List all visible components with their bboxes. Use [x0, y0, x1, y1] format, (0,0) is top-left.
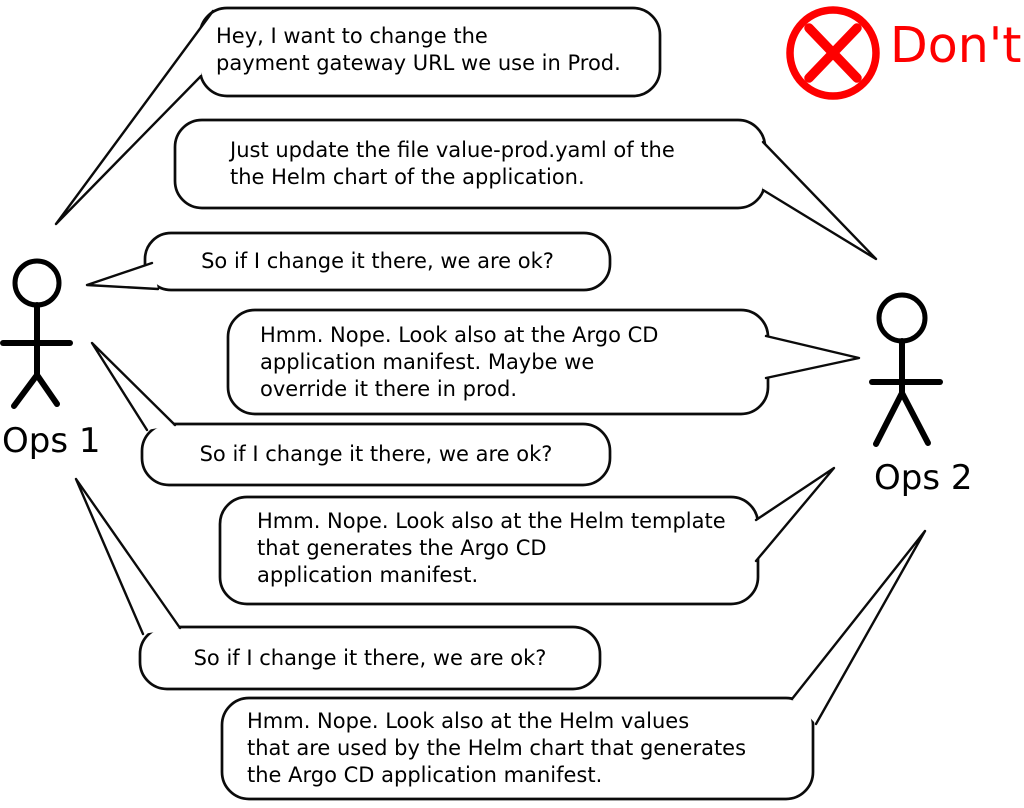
- speech-bubble-2: [173, 118, 767, 210]
- speech-bubble-1: [198, 6, 662, 98]
- speech-bubble-3: [143, 231, 612, 292]
- circle-x-icon: [786, 6, 880, 100]
- dont-label: Don't: [890, 17, 1022, 74]
- ops-2-left-leg: [873, 390, 905, 447]
- bubble-tail-6: [754, 466, 836, 563]
- ops-1-left-leg: [11, 372, 40, 409]
- bubble-tail-4: [764, 334, 861, 380]
- bubble-tail-8: [790, 529, 927, 726]
- speech-bubble-6: [218, 495, 760, 606]
- speech-bubble-5: [140, 422, 612, 487]
- bubble-tail-3: [85, 261, 160, 291]
- ops-2-label: Ops 2: [874, 458, 973, 498]
- bubble-tail-5: [90, 341, 177, 432]
- speech-bubble-8: [220, 696, 815, 801]
- ops-1-head: [12, 258, 62, 308]
- speech-bubble-4: [226, 308, 770, 416]
- bubble-tail-2: [761, 140, 878, 261]
- ops-2-head: [876, 292, 928, 344]
- circle-x-stroke-2: [804, 23, 862, 83]
- ops-1-label: Ops 1: [2, 421, 101, 461]
- stick-figure-ops-1: [0, 258, 73, 409]
- bubble-tail-1: [54, 9, 215, 226]
- circle-x-ring: [786, 6, 880, 100]
- speech-bubbles: [138, 6, 815, 801]
- ops-2-right-leg: [899, 390, 931, 446]
- speech-bubble-tails: [54, 9, 927, 726]
- ops-1-right-leg: [34, 372, 60, 407]
- stick-figure-ops-2: [869, 292, 943, 447]
- speech-bubble-7: [138, 625, 602, 691]
- bubble-tail-7: [74, 477, 182, 636]
